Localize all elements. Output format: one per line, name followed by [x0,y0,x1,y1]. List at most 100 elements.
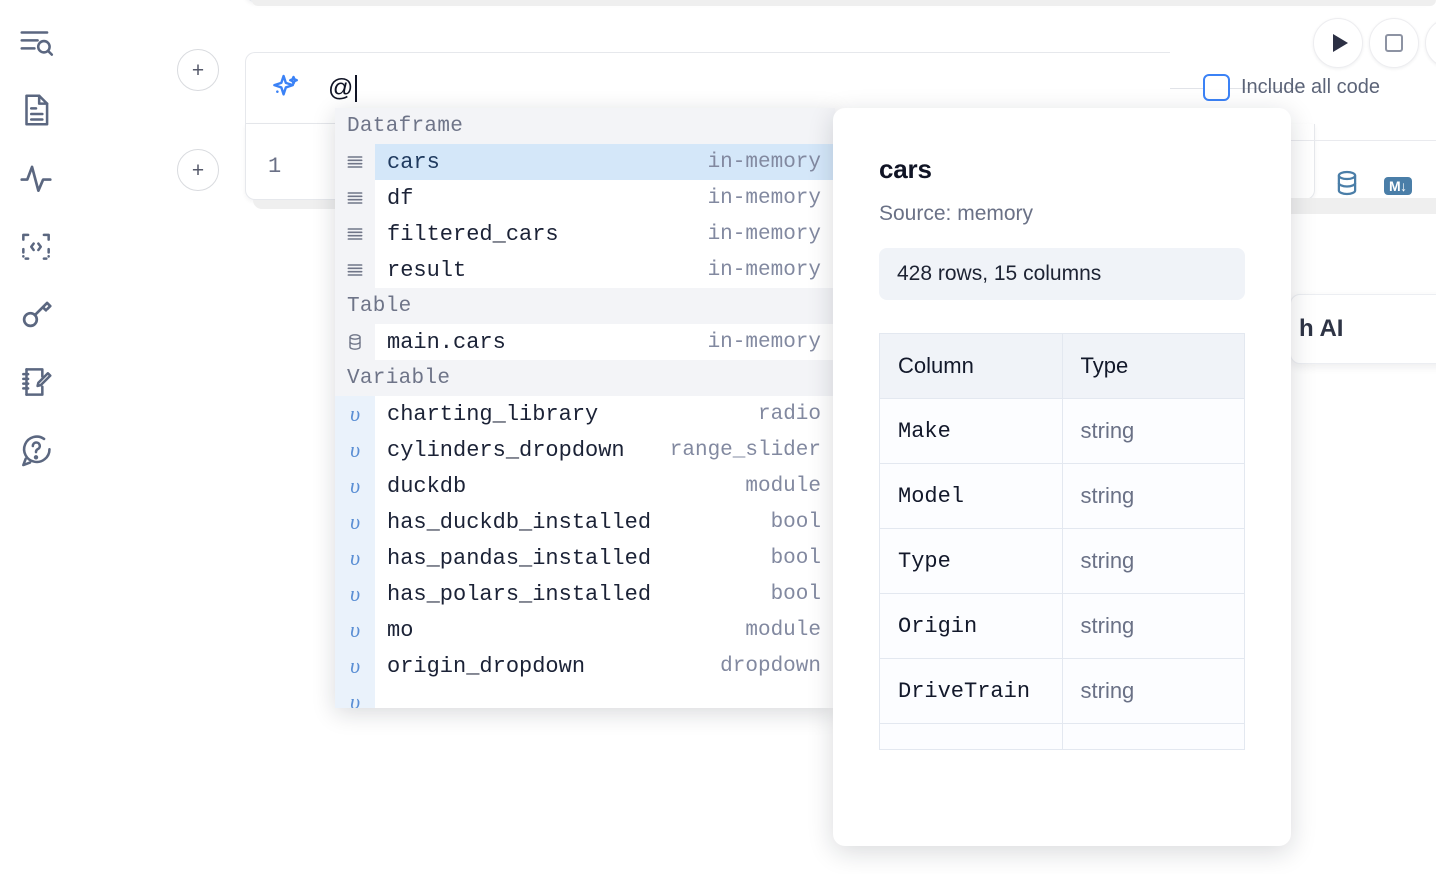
variable-icon: υ [335,504,375,540]
sidebar-item-scratchpad[interactable] [12,358,60,406]
stop-button[interactable] [1369,18,1419,68]
autocomplete-item-meta: range_slider [669,438,821,462]
variable-icon: υ [335,432,375,468]
schema-column-type: string [1061,528,1245,594]
list-rows-icon [335,216,375,252]
add-cell-above-button[interactable]: + [177,49,219,91]
sidebar-item-explore[interactable] [12,18,60,66]
file-search-icon [17,23,55,61]
autocomplete-item-name: has_polars_installed [387,581,652,607]
square-icon [1385,34,1403,52]
autocomplete-item-name: duckdb [387,473,467,499]
add-cell-below-button[interactable]: + [177,149,219,191]
autocomplete-group-header: Variable [335,360,835,396]
schema-column-name: Make [879,398,1063,464]
ai-prompt-value: @ [328,73,354,102]
variable-icon: υ [335,684,375,708]
generate-with-ai-card[interactable]: h AI [1290,294,1436,364]
autocomplete-item-name: has_duckdb_installed [387,509,652,535]
activity-icon [17,159,55,197]
text-caret [354,74,357,102]
autocomplete-item-meta: in-memory [707,258,821,282]
autocomplete-item[interactable]: cars in-memory [335,144,835,180]
database-icon[interactable] [1332,168,1362,203]
include-all-code-toggle[interactable]: Include all code [1203,74,1380,101]
autocomplete-item[interactable]: υ cylinders_dropdown range_slider [335,432,835,468]
autocomplete-item-name: has_pandas_installed [387,545,652,571]
autocomplete-item-meta: module [745,474,821,498]
sidebar-item-secrets[interactable] [12,290,60,338]
schema-column-type: string [1061,593,1245,659]
autocomplete-item-meta: bool [770,582,821,606]
autocomplete-item-name: result [387,257,467,283]
cell-output-icons: M↓ [1332,168,1412,203]
autocomplete-item-meta: in-memory [707,222,821,246]
preview-shape-badge: 428 rows, 15 columns [879,248,1245,300]
schema-column-name: DriveTrain [879,658,1063,724]
autocomplete-item-meta: in-memory [707,330,821,354]
autocomplete-item-name: df [387,185,414,211]
play-icon [1332,34,1348,52]
key-icon [17,295,55,333]
variable-icon: υ [335,576,375,612]
document-icon [17,91,55,129]
markdown-badge[interactable]: M↓ [1384,176,1412,195]
autocomplete-item[interactable]: main.cars in-memory [335,324,835,360]
autocomplete-item[interactable]: result in-memory [335,252,835,288]
autocomplete-item[interactable]: υ [335,684,835,708]
autocomplete-group-header: Table [335,288,835,324]
notepad-edit-icon [17,363,55,401]
list-rows-icon [335,144,375,180]
autocomplete-group-header: Dataframe [335,108,835,144]
autocomplete-item[interactable]: υ has_duckdb_installed bool [335,504,835,540]
preview-title: cars [879,154,932,184]
autocomplete-item-name: main.cars [387,329,506,355]
include-all-code-label: Include all code [1241,76,1380,98]
autocomplete-item-meta: bool [770,546,821,570]
table-row [879,723,1245,750]
variable-icon: υ [335,468,375,504]
autocomplete-item[interactable]: υ has_polars_installed bool [335,576,835,612]
cell-divider [1170,88,1302,89]
ai-prompt-input[interactable]: @ [328,68,1170,108]
sidebar-item-snippets[interactable] [12,222,60,270]
list-rows-icon [335,252,375,288]
sidebar-item-help[interactable] [12,426,60,474]
preview-source: Source: memory [879,202,1034,225]
help-chat-icon [17,431,55,469]
sidebar-rail [0,0,72,874]
sidebar-item-notebook[interactable] [12,86,60,134]
variable-icon: υ [335,648,375,684]
cell-separator [1195,140,1436,141]
autocomplete-item-meta: in-memory [707,150,821,174]
autocomplete-item-meta: bool [770,510,821,534]
schema-column-name [879,723,1063,750]
schema-column-type: string [1061,398,1245,464]
autocomplete-item[interactable]: filtered_cars in-memory [335,216,835,252]
autocomplete-item-name: charting_library [387,401,599,427]
database-icon [335,324,375,360]
autocomplete-item-name: filtered_cars [387,221,559,247]
run-button[interactable] [1313,18,1363,68]
autocomplete-item-name: cars [387,149,440,175]
autocomplete-item-name: cylinders_dropdown [387,437,625,463]
sidebar-item-activity[interactable] [12,154,60,202]
more-actions-button[interactable] [1425,18,1436,68]
include-all-code-checkbox[interactable] [1203,74,1230,101]
line-number: 1 [268,154,282,179]
generate-with-ai-label: h AI [1299,315,1344,342]
autocomplete-item-name: mo [387,617,414,643]
schema-column-name: Model [879,463,1063,529]
